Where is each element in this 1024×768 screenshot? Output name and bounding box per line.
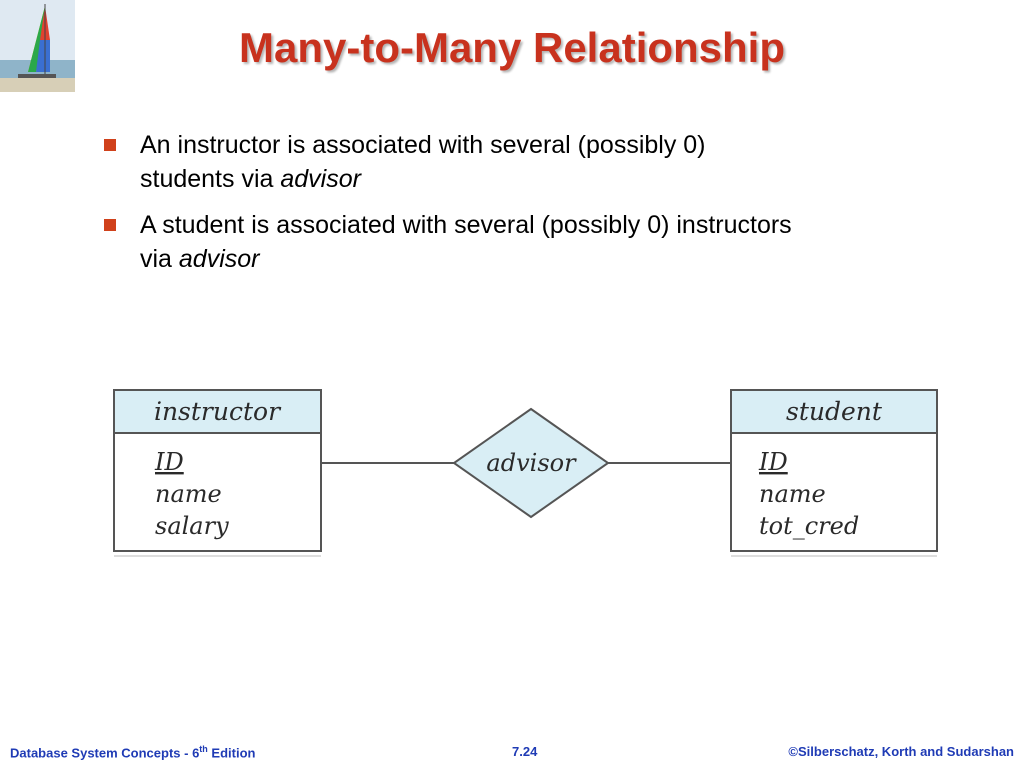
entity-instructor: instructor ID name salary [113,389,322,557]
footer-book-title: Database System Concepts - 6th Edition [10,744,256,761]
attribute: name [759,480,826,508]
sailboat-logo [0,0,75,92]
footer-page-number: 7.24 [512,744,538,759]
relationship-advisor: advisor [452,407,610,519]
bullet-list: An instructor is associated with several… [104,128,804,288]
attribute: name [155,480,222,508]
bullet-item: An instructor is associated with several… [104,128,804,196]
entity-name: instructor [154,397,282,426]
footer: Database System Concepts - 6th Edition 7… [0,744,1024,762]
bullet-emphasis: advisor [280,165,361,193]
attribute: salary [155,512,229,540]
footer-copyright: ©Silberschatz, Korth and Sudarshan [788,744,1014,759]
bullet-item: A student is associated with several (po… [104,208,804,276]
bullet-text: A student is associated with several (po… [140,211,792,273]
attribute-key: ID [758,448,788,476]
attribute-key: ID [154,448,184,476]
entity-student: student ID name tot_cred [730,389,938,557]
entity-name: student [786,397,883,426]
slide-title: Many-to-Many Relationship [238,24,786,71]
er-diagram: instructor ID name salary advisor studen… [0,370,1024,580]
bullet-emphasis: advisor [178,245,260,273]
bullet-square-icon [104,139,116,151]
bullet-text: An instructor is associated with several… [140,131,706,193]
attribute: tot_cred [759,512,859,540]
bullet-square-icon [104,219,116,231]
relationship-name: advisor [486,449,577,477]
